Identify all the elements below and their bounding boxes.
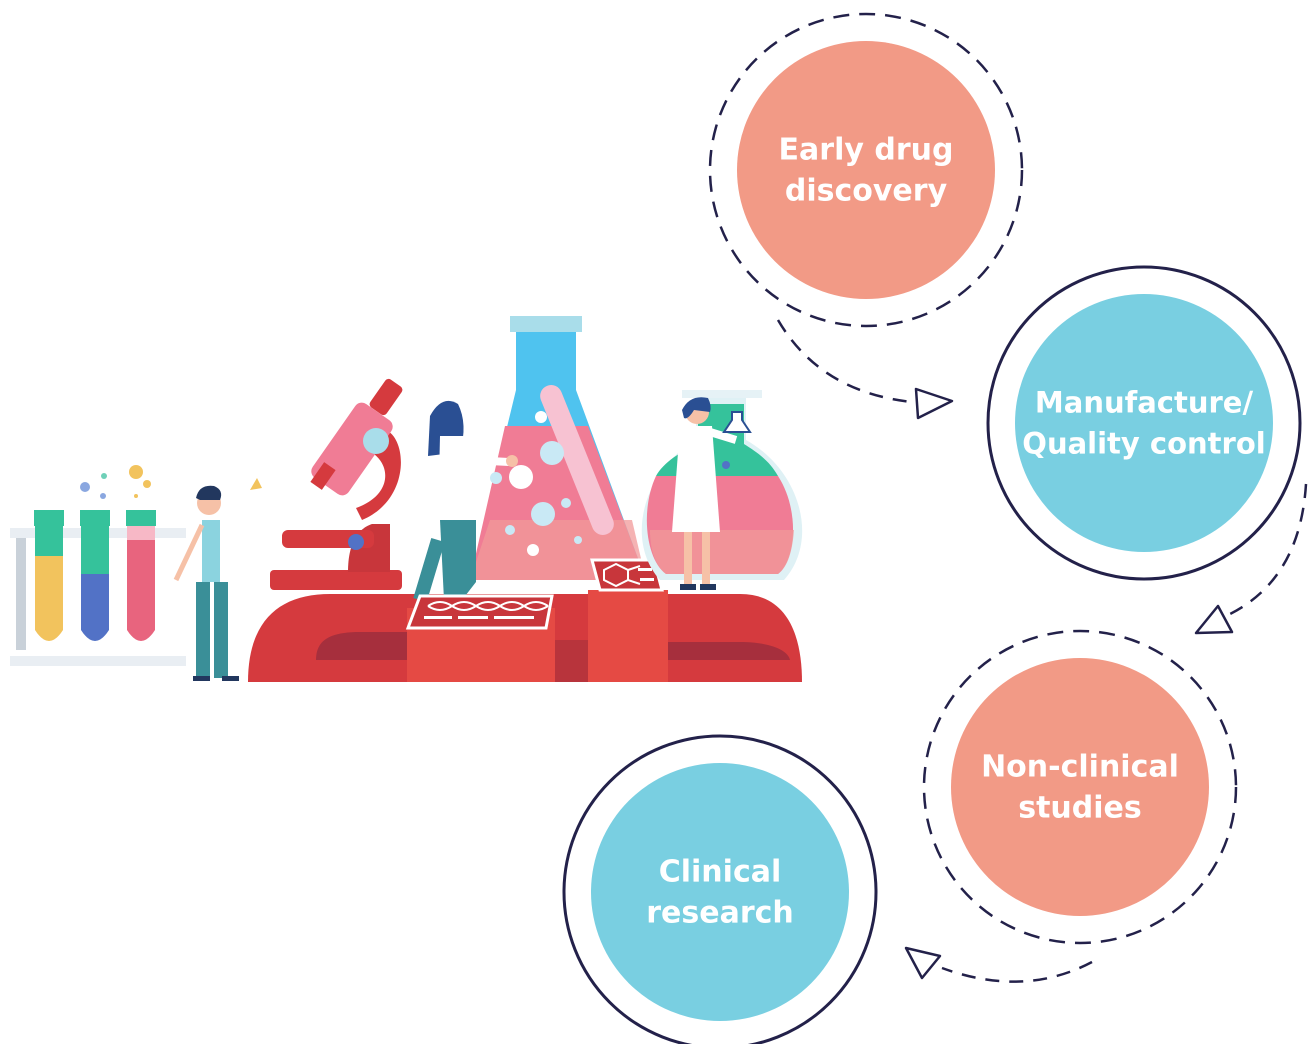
stage-label-line: studies (1018, 791, 1142, 826)
connector-manufacture-to-nonclinical (1227, 483, 1308, 617)
connector-early-to-manufacture (776, 319, 913, 404)
dna-screen (405, 594, 554, 630)
scientist-standing (672, 397, 752, 590)
arrowhead-down-left-icon (1194, 604, 1234, 635)
stage-label: Clinical research (646, 855, 794, 931)
scientist-left (173, 478, 262, 681)
microscope (270, 378, 403, 590)
round-flask (641, 390, 803, 580)
stage-label-line: Non-clinical (981, 750, 1179, 785)
erlenmeyer-flask (470, 316, 646, 580)
stage-label-line: Clinical (659, 855, 782, 890)
test-tube-rack (10, 465, 186, 666)
stage-label: Non-clinical studies (981, 750, 1179, 826)
stage-label-line: Manufacture/ (1035, 386, 1254, 420)
flow-connectors (776, 319, 1308, 983)
arrowhead-left-icon (904, 946, 942, 980)
stage-label-line: discovery (785, 174, 948, 209)
arrowhead-right-icon (914, 387, 954, 420)
stage-circle (1015, 294, 1273, 552)
connector-nonclinical-to-clinical (941, 960, 1093, 983)
stage-label-line: Quality control (1022, 427, 1265, 461)
stage-label-line: Early drug (779, 133, 954, 168)
stage-label: Manufacture/Quality control (1022, 386, 1265, 461)
laboratory-illustration (10, 316, 803, 682)
stage-label: Early drug discovery (779, 133, 954, 209)
lab-base (248, 590, 802, 682)
scientist-sitting (413, 400, 518, 603)
stage-clinical-research: Clinical research (562, 734, 878, 1044)
stage-circle (951, 658, 1209, 916)
stage-label-line: research (646, 896, 794, 931)
molecule-screen (590, 558, 664, 592)
stage-circle (737, 41, 995, 299)
stage-manufacture-quality-control: Manufacture/Quality control (986, 265, 1302, 581)
arrowheads (904, 387, 1234, 980)
stage-early-drug-discovery: Early drug discovery (708, 12, 1024, 328)
stage-circle (591, 763, 849, 1021)
stage-non-clinical-studies: Non-clinical studies (922, 629, 1238, 945)
